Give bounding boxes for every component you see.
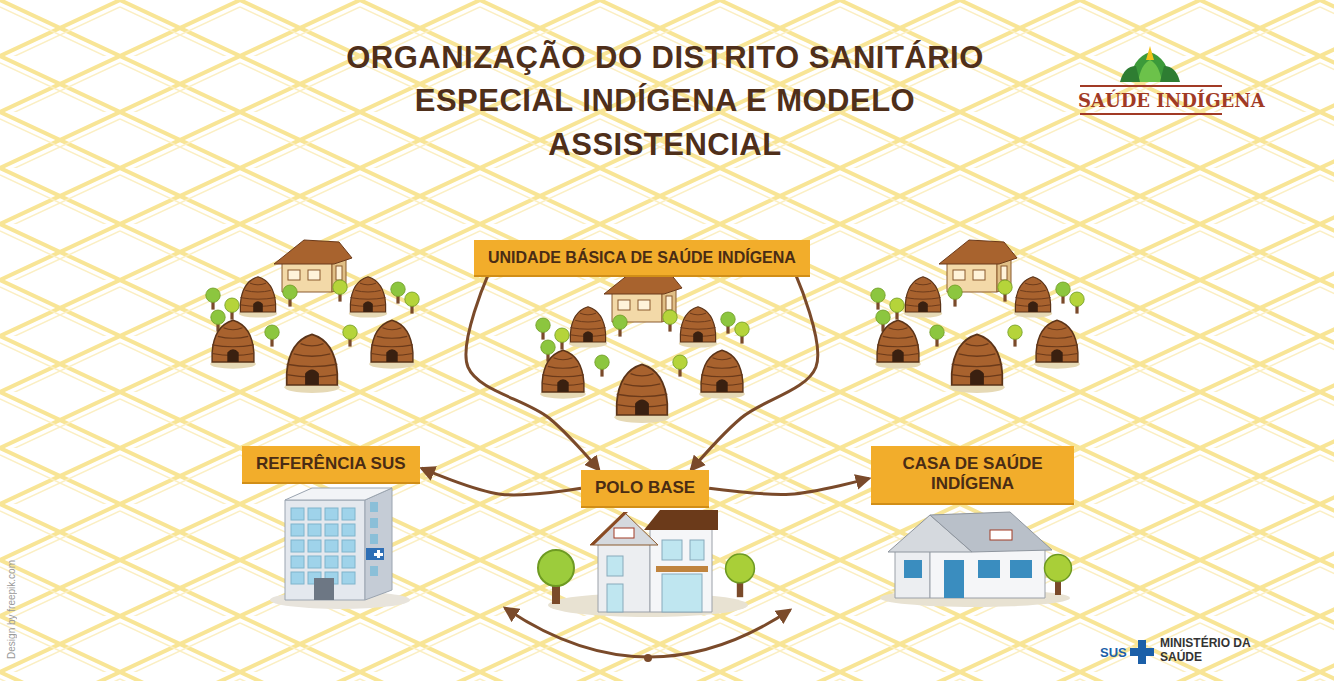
sus-logo-text: SUS bbox=[1100, 645, 1127, 660]
tree bbox=[890, 298, 904, 320]
tree bbox=[225, 298, 239, 320]
casa-building bbox=[880, 512, 1070, 607]
banner-text: UNIDADE BÁSICA DE SAÚDE INDÍGENA bbox=[488, 248, 796, 267]
flow-arrow bbox=[709, 478, 869, 494]
diagram-title: ORGANIZAÇÃO DO DISTRITO SANITÁRIO ESPECI… bbox=[335, 36, 995, 166]
tree bbox=[613, 315, 627, 337]
village bbox=[206, 240, 419, 393]
hut bbox=[1034, 320, 1080, 368]
tree bbox=[333, 280, 347, 302]
polo-base-building bbox=[548, 510, 748, 617]
hut bbox=[614, 364, 669, 423]
tree bbox=[663, 310, 677, 332]
flow-arrow bbox=[466, 275, 599, 470]
hut bbox=[949, 334, 1004, 393]
ministry-name: MINISTÉRIO DA SAÚDE bbox=[1160, 637, 1260, 665]
tree bbox=[1070, 292, 1084, 314]
tree bbox=[871, 288, 885, 310]
banner-label: POLO BASE bbox=[581, 470, 709, 506]
banner-label: UNIDADE BÁSICA DE SAÚDE INDÍGENA bbox=[474, 240, 810, 275]
tree bbox=[536, 318, 550, 340]
tree bbox=[1056, 282, 1070, 304]
hut bbox=[1014, 277, 1052, 318]
hut bbox=[679, 307, 717, 348]
banner-text: CASA DE SAÚDE INDÍGENA bbox=[885, 454, 1060, 495]
hut bbox=[569, 307, 607, 348]
tree bbox=[265, 325, 279, 347]
tree bbox=[206, 288, 220, 310]
village bbox=[536, 270, 749, 423]
tree bbox=[673, 355, 687, 377]
banner-text: POLO BASE bbox=[595, 478, 695, 498]
hut bbox=[875, 320, 921, 368]
flow-arrow bbox=[422, 468, 581, 495]
hut bbox=[369, 320, 415, 368]
banner-label: CASA DE SAÚDE INDÍGENA bbox=[871, 446, 1074, 503]
tree bbox=[948, 285, 962, 307]
tree bbox=[391, 282, 405, 304]
flow-arrow bbox=[691, 275, 818, 470]
hut bbox=[239, 277, 277, 318]
tree bbox=[998, 280, 1012, 302]
tree bbox=[555, 328, 569, 350]
villages-and-buildings bbox=[206, 240, 1084, 617]
tree bbox=[1008, 325, 1022, 347]
banner-text: REFERÊNCIA SUS bbox=[256, 454, 406, 474]
tree bbox=[595, 355, 609, 377]
hut bbox=[349, 277, 387, 318]
tree bbox=[930, 325, 944, 347]
banner-label: REFERÊNCIA SUS bbox=[242, 446, 420, 482]
hut bbox=[904, 277, 942, 318]
hut bbox=[540, 350, 586, 398]
tree bbox=[538, 550, 574, 604]
cycle-arrow bbox=[505, 608, 790, 657]
sus-cross bbox=[1130, 640, 1154, 664]
tree bbox=[1045, 555, 1072, 596]
tree bbox=[721, 312, 735, 334]
tree bbox=[726, 554, 755, 597]
village bbox=[871, 240, 1084, 393]
tree bbox=[405, 292, 419, 314]
watermark: Design by freepik.com bbox=[6, 560, 17, 659]
hut bbox=[284, 334, 339, 393]
hospital-building bbox=[270, 488, 410, 609]
tree bbox=[343, 325, 357, 347]
cycle-dot bbox=[644, 654, 652, 662]
tree bbox=[283, 285, 297, 307]
logo-text: SAÚDE INDÍGENA bbox=[1078, 90, 1265, 111]
tree bbox=[735, 322, 749, 344]
hut bbox=[210, 320, 256, 368]
hut bbox=[699, 350, 745, 398]
